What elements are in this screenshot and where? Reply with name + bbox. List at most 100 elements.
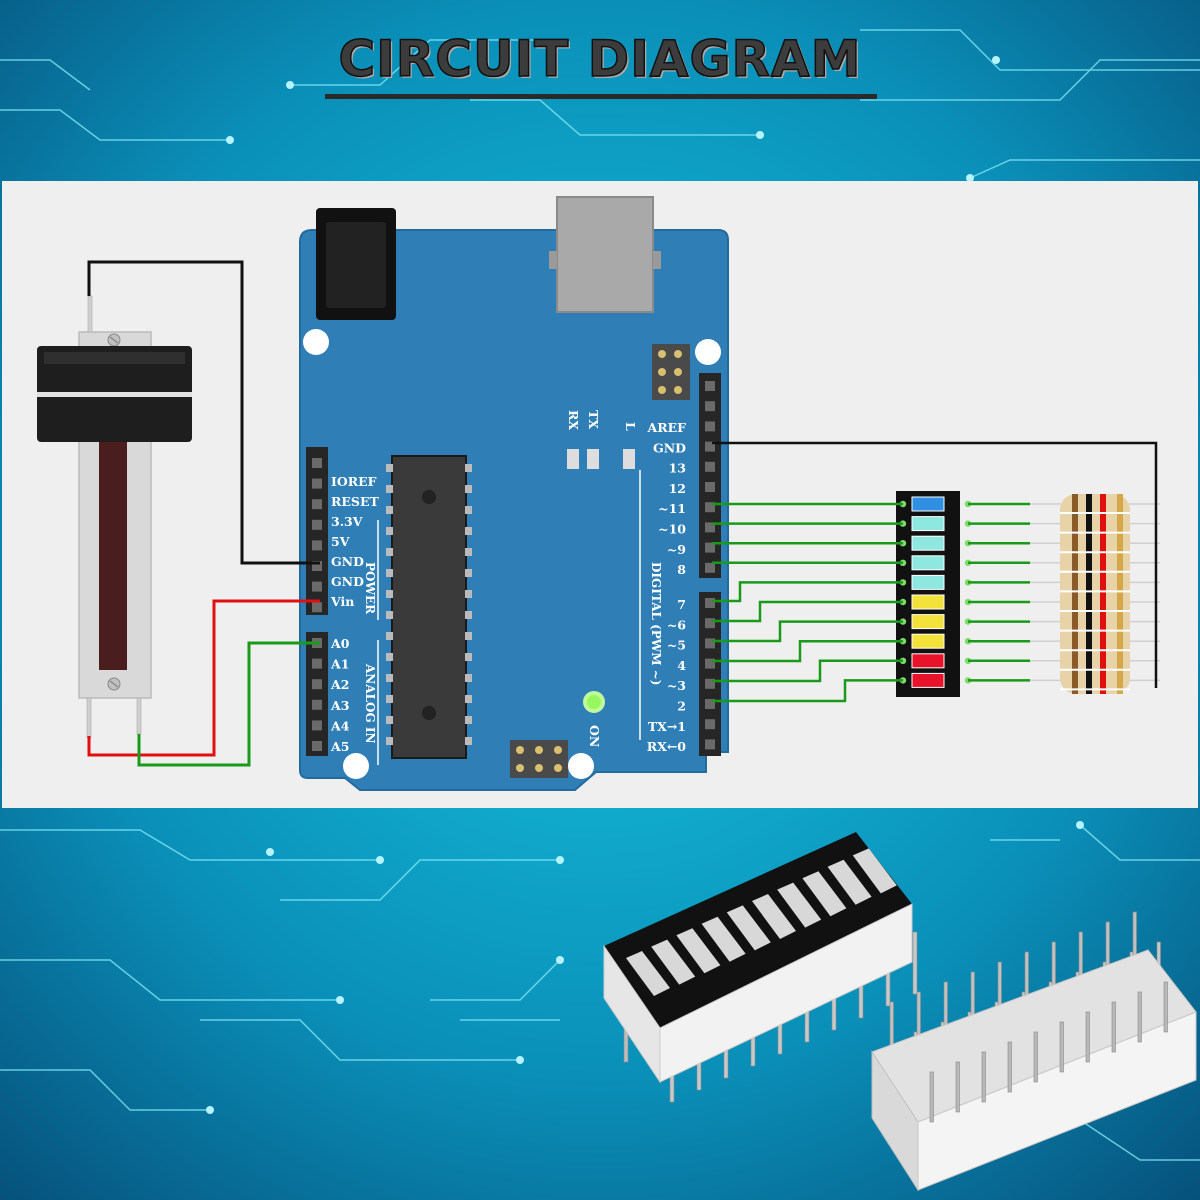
wire-digital-green xyxy=(712,620,903,643)
led-segment xyxy=(852,848,897,894)
chip-leg xyxy=(465,674,472,682)
digital-pin-label: ~3 xyxy=(667,678,686,693)
header-pin xyxy=(312,499,322,510)
header-pin xyxy=(312,679,322,690)
mounting-hole xyxy=(303,329,329,355)
digital-header-bottom xyxy=(699,592,721,756)
wires-right xyxy=(712,441,1158,703)
bargraph-pin xyxy=(912,931,918,995)
led-segment xyxy=(651,939,696,985)
header-pin xyxy=(705,461,715,472)
bargraph-pin xyxy=(1059,1021,1064,1073)
rx-led xyxy=(587,449,599,469)
led-segment xyxy=(911,574,945,590)
chip-leg xyxy=(386,737,393,745)
header-pin xyxy=(705,658,715,669)
wire-digital-green xyxy=(712,639,903,663)
wire-digital-green xyxy=(712,659,903,683)
l-led xyxy=(623,449,635,469)
usb-port xyxy=(556,196,654,313)
chip-leg xyxy=(465,527,472,535)
header-pin xyxy=(705,562,715,573)
digital-header-top xyxy=(699,373,721,578)
digital-pin-label: 2 xyxy=(677,699,686,714)
led-bargraph-photo-front xyxy=(603,832,918,1103)
header-pin xyxy=(705,638,715,649)
header-pin xyxy=(312,699,322,710)
wire-a0-green xyxy=(137,641,320,767)
resistor-band xyxy=(1100,494,1106,694)
chip-leg xyxy=(465,695,472,703)
wire-digital-green xyxy=(712,679,903,703)
mounting-hole xyxy=(695,339,721,365)
chip-leg xyxy=(386,716,393,724)
chip-leg xyxy=(386,527,393,535)
power-pin-label: Vin xyxy=(330,594,354,609)
header-pin xyxy=(312,561,322,571)
mounting-hole xyxy=(343,753,369,779)
bargraph-pin xyxy=(1007,1041,1012,1093)
chip-leg xyxy=(386,590,393,598)
analog-pin-label: A3 xyxy=(330,698,349,713)
wire-digital-green xyxy=(712,581,903,603)
header-pin xyxy=(312,658,322,669)
led-segment xyxy=(911,672,945,688)
chip-leg xyxy=(465,590,472,598)
led-segment xyxy=(752,894,796,939)
chip-leg xyxy=(465,653,472,661)
digital-pin-label: 12 xyxy=(669,481,686,496)
wire-gnd-right xyxy=(712,441,1158,688)
chip-leg xyxy=(386,464,393,472)
header-pin xyxy=(705,522,715,533)
led-segment xyxy=(911,614,945,630)
header-pin xyxy=(705,421,715,432)
bargraph-pin xyxy=(929,1071,934,1123)
bargraph-pin xyxy=(1111,1001,1116,1053)
power-pin-label: GND xyxy=(331,574,364,589)
chip-leg xyxy=(465,464,472,472)
wire-digital-green xyxy=(712,600,903,623)
l-label: L xyxy=(623,422,638,431)
header-pin xyxy=(705,618,715,629)
header-pin xyxy=(705,482,715,492)
header-pin xyxy=(312,478,322,489)
led-segment xyxy=(626,951,670,996)
tx-label: TX xyxy=(586,410,601,429)
power-group-label: POWER xyxy=(363,562,377,615)
digital-pin-label: ~10 xyxy=(658,522,686,537)
led-bargraph xyxy=(896,491,972,697)
title-underline xyxy=(325,94,877,99)
chip-leg xyxy=(465,737,472,745)
header-pin xyxy=(312,720,322,731)
led-segment xyxy=(911,653,945,669)
analog-pin-label: A5 xyxy=(330,739,349,754)
chip-leg xyxy=(465,716,472,724)
header-pin xyxy=(312,581,322,592)
header-pin xyxy=(705,598,715,608)
analog-pin-label: A1 xyxy=(330,657,349,672)
header-pin xyxy=(312,741,322,751)
digital-pin-label: ~11 xyxy=(658,501,686,516)
digital-pin-label: 7 xyxy=(677,597,686,612)
header-pin xyxy=(312,540,322,551)
power-pin-label: 3.3V xyxy=(331,514,363,529)
wires-left xyxy=(87,260,320,767)
wire-vin-red xyxy=(87,599,320,757)
power-pin-label: GND xyxy=(331,554,364,569)
digital-pin-label: 13 xyxy=(669,461,686,476)
led-segment xyxy=(827,859,872,905)
resistor-band xyxy=(1072,494,1078,694)
page-title: CIRCUIT DIAGRAM xyxy=(338,29,862,89)
led-segment xyxy=(911,496,945,512)
chip-leg xyxy=(386,611,393,619)
header-pin xyxy=(312,458,322,468)
chip-leg xyxy=(465,506,472,514)
resistor-array xyxy=(1030,494,1160,694)
led-segment xyxy=(911,535,945,551)
led-segment xyxy=(911,633,945,649)
chip-leg xyxy=(465,485,472,493)
digital-pin-label: RX←0 xyxy=(647,739,687,754)
header-pin xyxy=(312,602,322,613)
digital-pin-label: 8 xyxy=(677,562,686,577)
chip-leg xyxy=(386,695,393,703)
